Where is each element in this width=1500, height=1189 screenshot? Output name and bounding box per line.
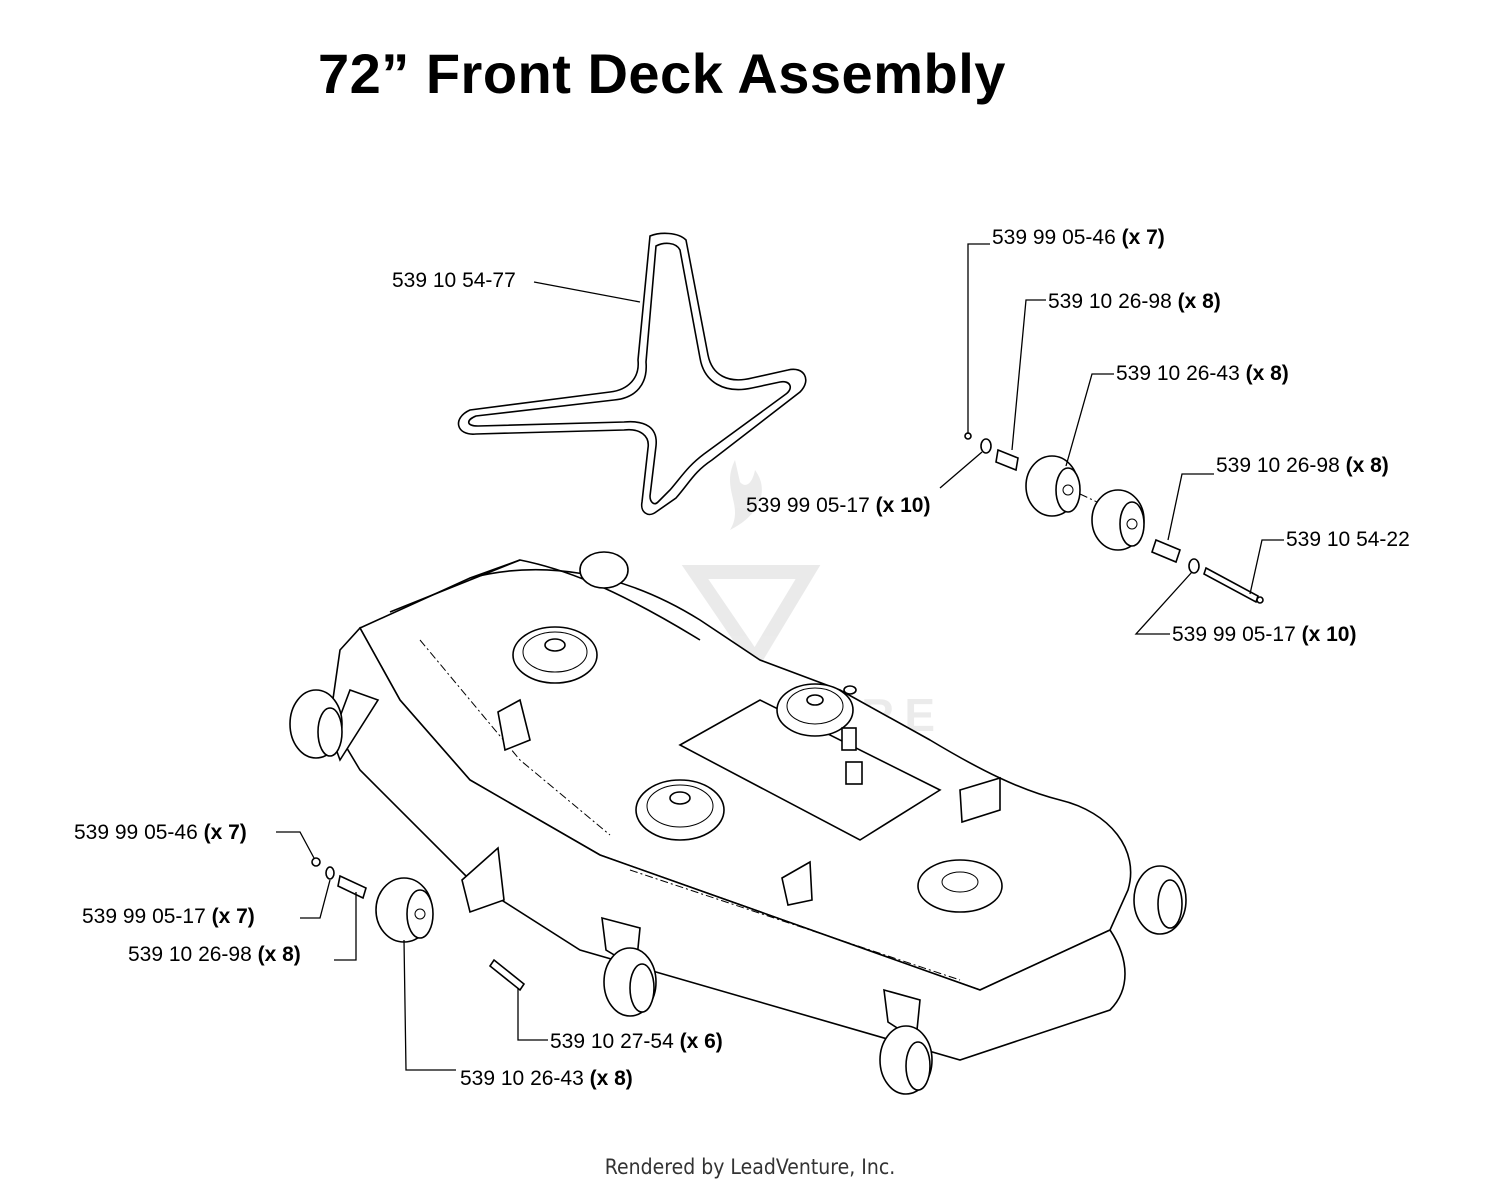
idler-pulley: [678, 683, 942, 841]
part-label-l-pin: 539 10 27-54 (x 6): [550, 1030, 723, 1053]
part-label-r-axle: 539 10 54-22: [1286, 528, 1410, 551]
deck-wheel: [1133, 865, 1187, 935]
pin: [488, 958, 526, 992]
spindle-pulley-left: [512, 626, 598, 684]
bushing: [1151, 538, 1181, 564]
mower-deck: [289, 551, 1187, 1095]
page-title: 72” Front Deck Assembly: [318, 42, 1006, 105]
bolt-head: [311, 857, 321, 867]
caster-wheel-upper: [1025, 455, 1081, 517]
part-label-l-bushing: 539 10 26-98 (x 8): [128, 943, 301, 966]
left-wheel-stack: [311, 857, 526, 992]
part-label-r-bushing-top: 539 10 26-98 (x 8): [1048, 290, 1221, 313]
drive-belt: [457, 232, 807, 516]
spindle-pulley-center: [635, 779, 725, 841]
deck-wheel: [579, 551, 629, 589]
part-label-l-bolt: 539 99 05-46 (x 7): [74, 821, 247, 844]
part-label-r-washer-right: 539 99 05-17 (x 10): [1172, 623, 1356, 646]
part-label-belt: 539 10 54-77: [392, 269, 516, 292]
axle: [1203, 566, 1259, 604]
leader-lines: [276, 243, 1284, 1071]
washer: [1188, 558, 1200, 574]
footer-credit: Rendered by LeadVenture, Inc.: [604, 1155, 896, 1179]
right-wheel-stack: [964, 432, 1264, 604]
part-label-r-bushing-mid: 539 10 26-98 (x 8): [1216, 454, 1389, 477]
part-label-r-washer-left: 539 99 05-17 (x 10): [746, 494, 930, 517]
part-label-r-wheel-top: 539 10 26-43 (x 8): [1116, 362, 1289, 385]
deck-wheel: [879, 1025, 933, 1095]
deck-wheel: [289, 689, 343, 759]
washer: [325, 866, 335, 880]
caster-wheel-lower: [1091, 489, 1145, 551]
part-label-l-washer: 539 99 05-17 (x 7): [82, 905, 255, 928]
deck-wheel: [603, 947, 657, 1017]
part-label-r-bolt-top: 539 99 05-46 (x 7): [992, 226, 1165, 249]
bushing: [337, 874, 367, 900]
watermark-logo: [681, 460, 821, 673]
part-label-l-wheel: 539 10 26-43 (x 8): [460, 1067, 633, 1090]
part-labels: 539 10 54-77 539 99 05-46 (x 7) 539 10 2…: [74, 226, 1410, 1090]
washer: [980, 438, 992, 454]
bushing: [995, 448, 1019, 472]
caster-wheel-left: [375, 877, 434, 943]
